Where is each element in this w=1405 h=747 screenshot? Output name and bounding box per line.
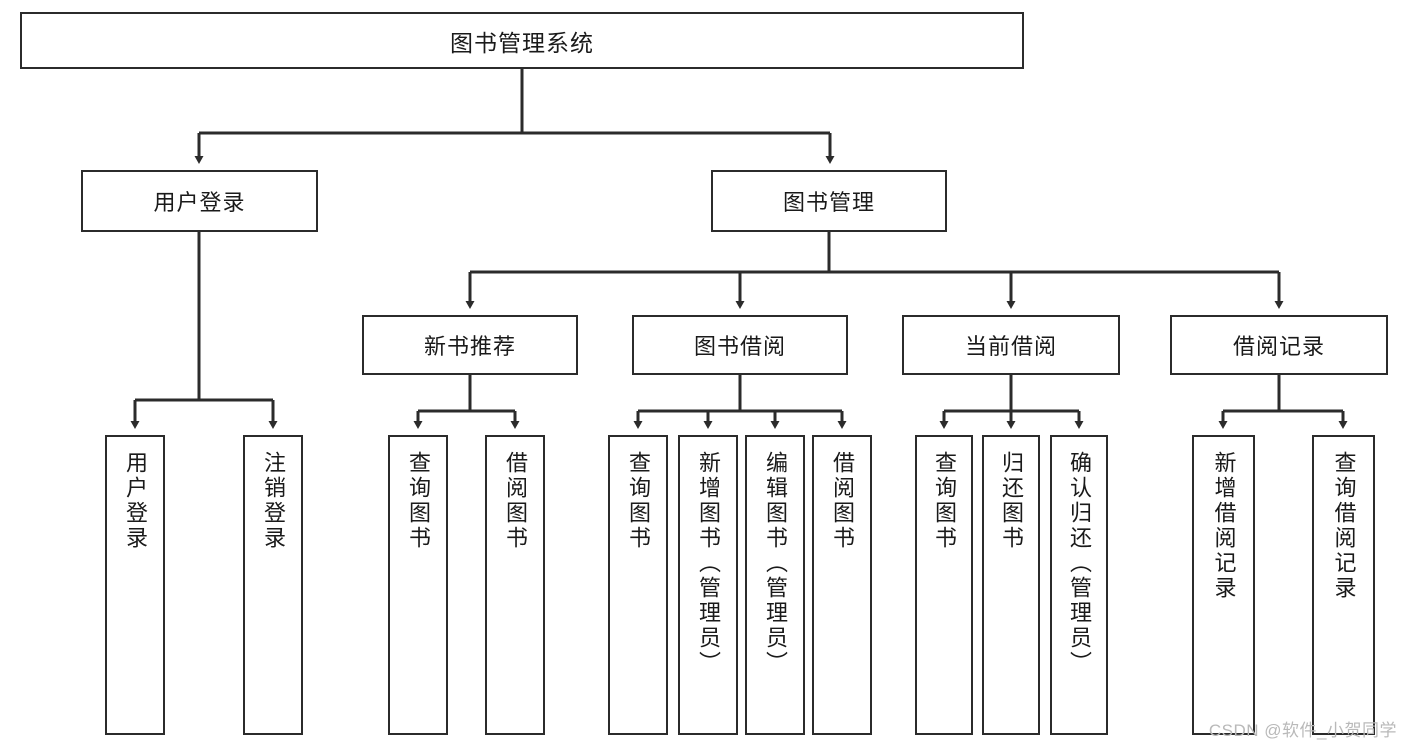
leaf-label: 借阅图书 (830, 451, 855, 551)
edge-records-to-leaves (1218, 375, 1348, 429)
node-new-book-recommend-label: 新书推荐 (423, 334, 516, 359)
node-root-book-management-system[interactable]: 图书管理系统 (20, 12, 1024, 69)
leaf-label: 用户登录 (123, 451, 148, 551)
leaf-query-books-current[interactable]: 查询图书 (915, 435, 973, 735)
edge-root-to-level2 (194, 69, 835, 164)
node-current-borrow-label: 当前借阅 (964, 334, 1057, 359)
leaf-return-books[interactable]: 归还图书 (982, 435, 1040, 735)
leaf-edit-book-admin[interactable]: 编辑图书（管理员） (745, 435, 805, 735)
leaf-label: 注销登录 (261, 451, 286, 551)
leaf-user-login[interactable]: 用户登录 (105, 435, 165, 735)
csdn-watermark: CSDN @软件_小贺同学 (1208, 721, 1397, 740)
leaf-borrow-books-newbook[interactable]: 借阅图书 (485, 435, 545, 735)
node-user-login-label: 用户登录 (153, 190, 246, 215)
node-book-management[interactable]: 图书管理 (711, 170, 947, 232)
leaf-label: 新增图书（管理员） (696, 451, 721, 676)
leaf-query-borrow-record[interactable]: 查询借阅记录 (1312, 435, 1375, 735)
leaf-add-borrow-record[interactable]: 新增借阅记录 (1192, 435, 1255, 735)
leaf-query-books-borrow[interactable]: 查询图书 (608, 435, 668, 735)
leaf-confirm-return-admin[interactable]: 确认归还（管理员） (1050, 435, 1108, 735)
node-user-login[interactable]: 用户登录 (81, 170, 318, 232)
leaf-label: 新增借阅记录 (1211, 451, 1237, 601)
node-book-management-label: 图书管理 (782, 190, 875, 215)
leaf-query-books-newbook[interactable]: 查询图书 (388, 435, 448, 735)
leaf-add-book-admin[interactable]: 新增图书（管理员） (678, 435, 738, 735)
leaf-logout-login[interactable]: 注销登录 (243, 435, 303, 735)
node-borrow-records[interactable]: 借阅记录 (1170, 315, 1388, 375)
leaf-label: 查询图书 (406, 451, 431, 551)
node-current-borrow[interactable]: 当前借阅 (902, 315, 1120, 375)
leaf-label: 归还图书 (999, 451, 1024, 551)
leaf-label: 借阅图书 (503, 451, 528, 551)
edge-borrow-to-leaves (633, 375, 847, 429)
leaf-label: 查询图书 (932, 451, 957, 551)
node-new-book-recommend[interactable]: 新书推荐 (362, 315, 578, 375)
node-book-borrow[interactable]: 图书借阅 (632, 315, 848, 375)
leaf-label: 查询借阅记录 (1331, 451, 1357, 601)
leaf-label: 编辑图书（管理员） (763, 451, 788, 676)
edge-newbook-to-leaves (413, 375, 520, 429)
leaf-label: 确认归还（管理员） (1067, 451, 1092, 676)
node-book-borrow-label: 图书借阅 (693, 334, 786, 359)
edge-bookmgmt-to-level3 (465, 232, 1284, 309)
leaf-label: 查询图书 (626, 451, 651, 551)
node-borrow-records-label: 借阅记录 (1232, 334, 1325, 359)
node-root-label: 图书管理系统 (450, 29, 594, 56)
edge-current-to-leaves (939, 375, 1084, 429)
leaf-borrow-books[interactable]: 借阅图书 (812, 435, 872, 735)
edge-userlogin-to-leaves (130, 232, 278, 429)
